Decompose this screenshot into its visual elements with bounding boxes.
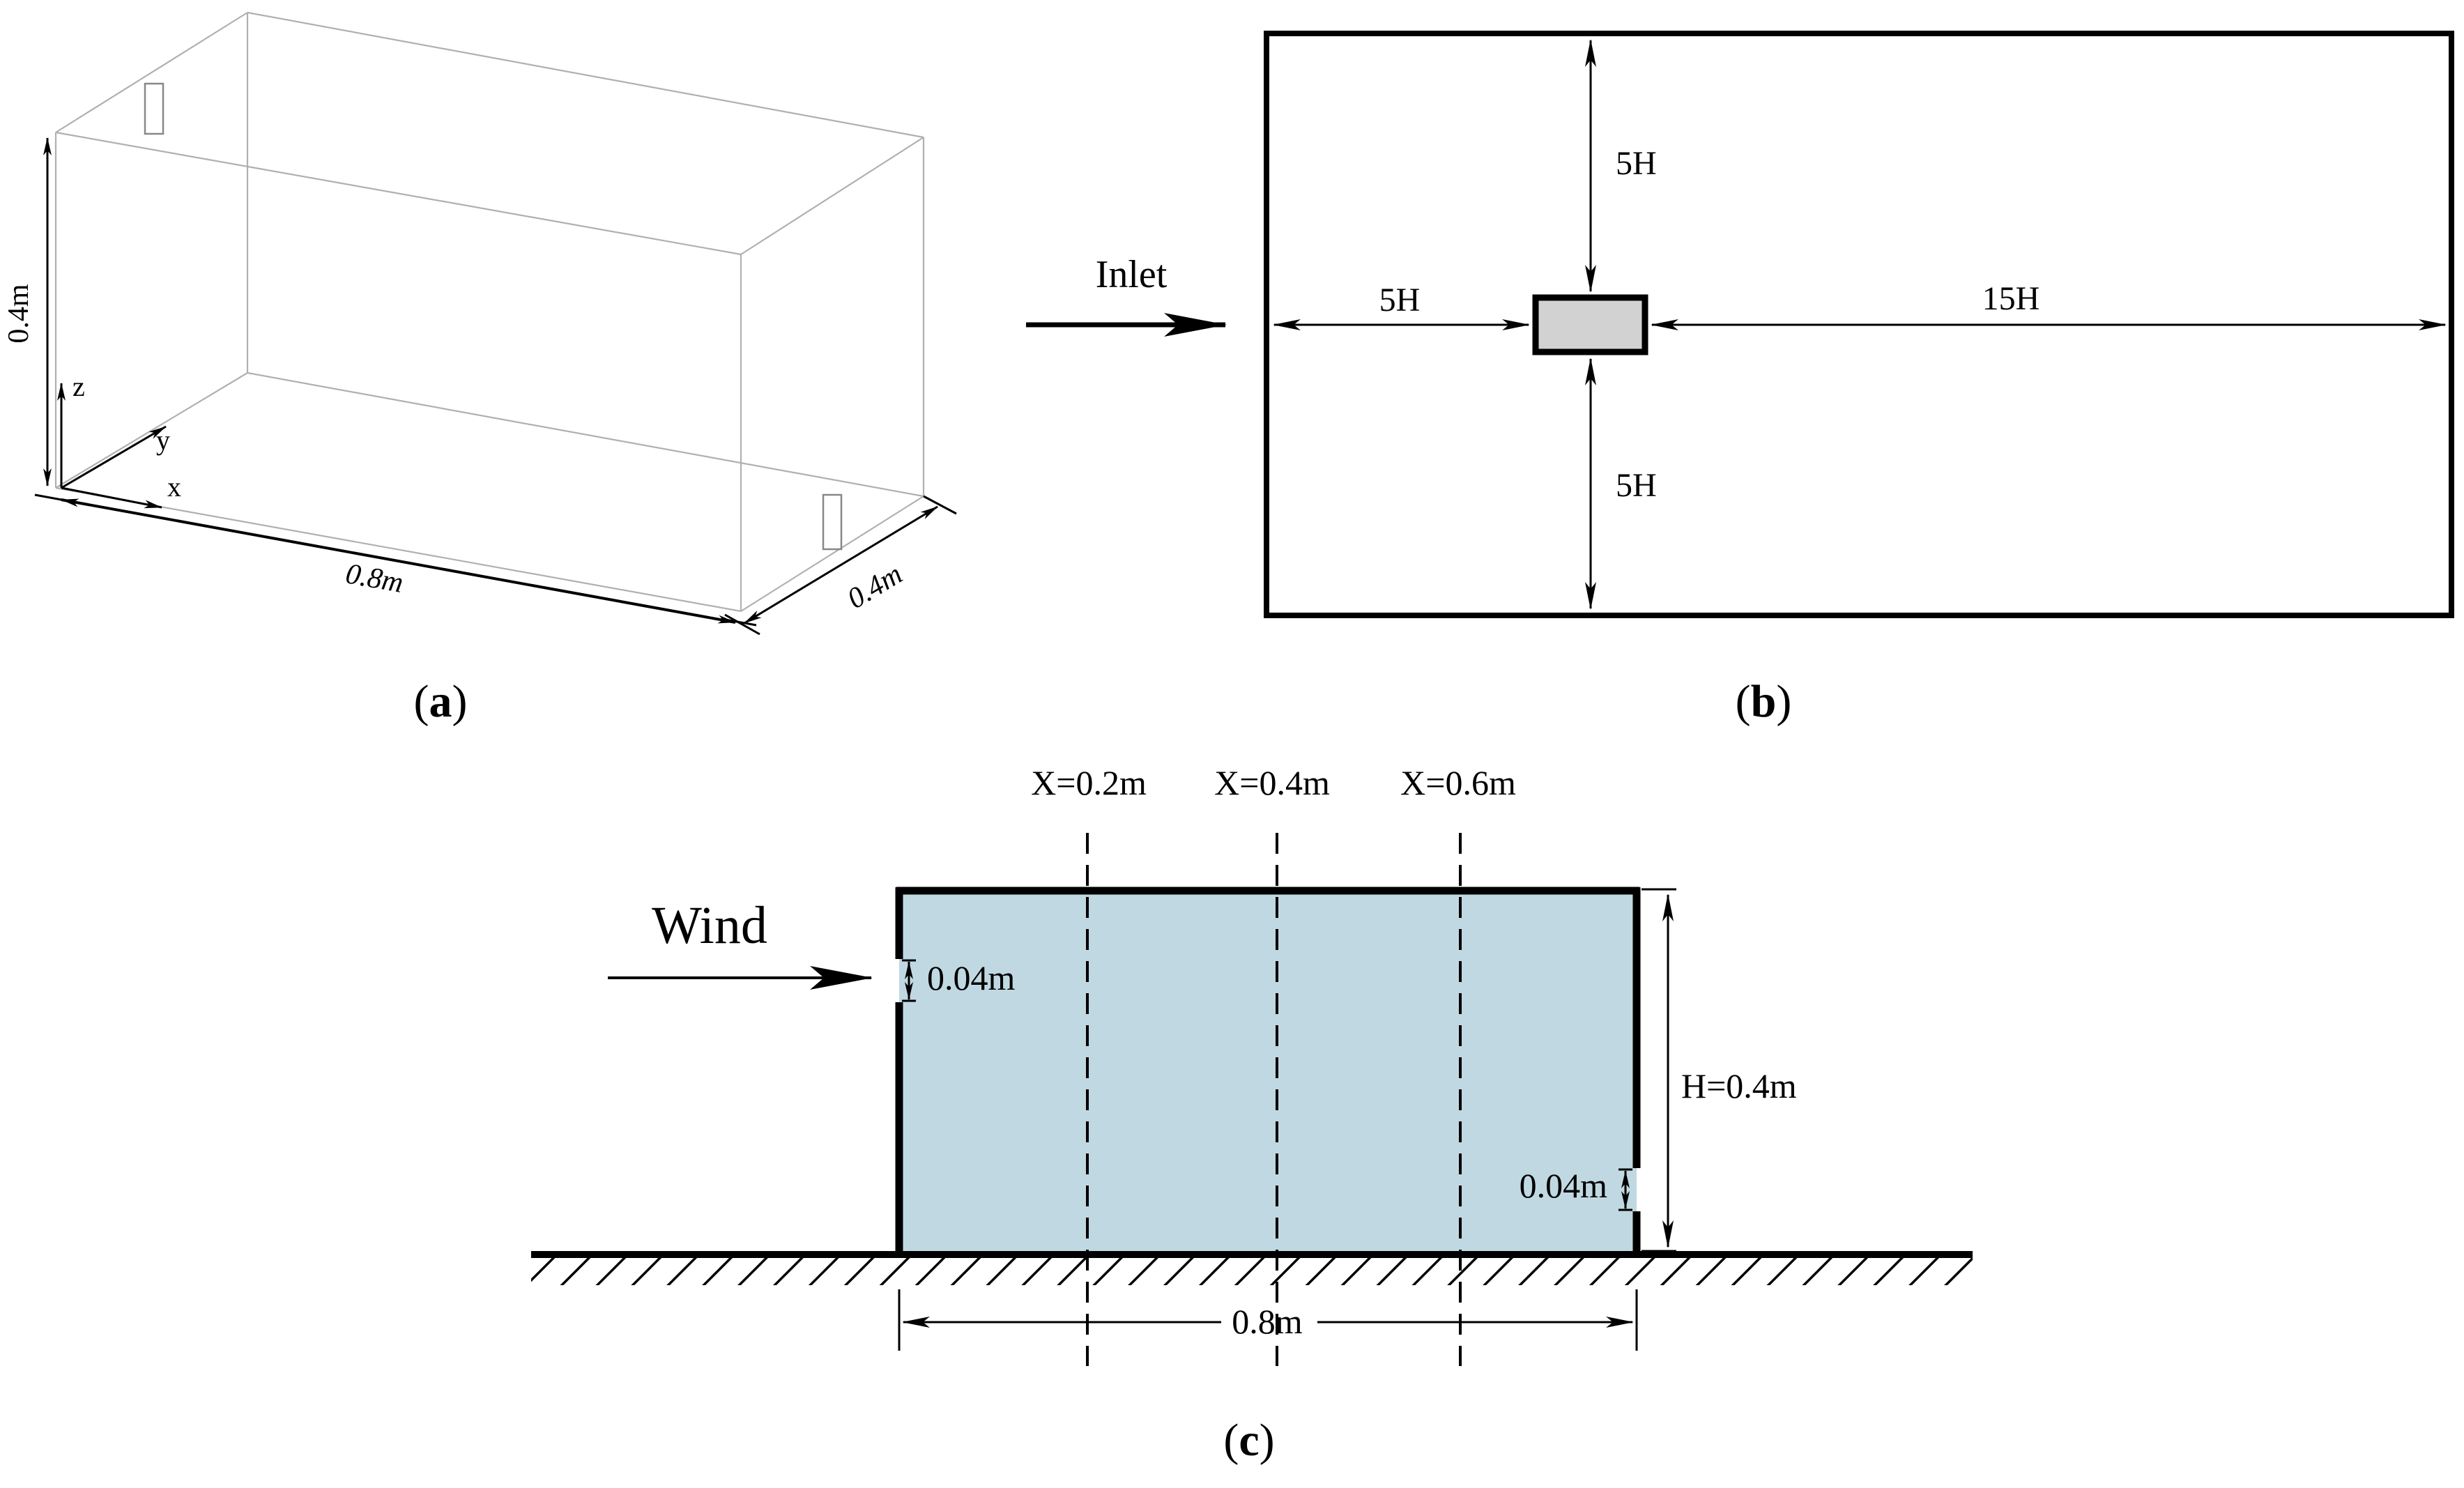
panel-c-vertical-section: X=0.2m X=0.4m X=0.6m Wind 0.04m 0.04m H=… <box>531 763 1973 1366</box>
outlet-opening-label: 0.04m <box>1520 1166 1608 1205</box>
length-label-a: 0.8m <box>343 558 406 599</box>
y-axis-label: y <box>156 424 170 456</box>
depth-label-a: 0.4m <box>842 558 908 615</box>
panel-a-isometric-domain: 0.4m z y x 0.8m 0.4m <box>3 11 957 636</box>
z-axis-label: z <box>72 371 85 402</box>
inlet-opening-3d <box>144 82 164 135</box>
room-interior <box>899 891 1637 1253</box>
height-label-a: 0.4m <box>3 284 35 344</box>
ground-hatch <box>531 1256 1973 1285</box>
section-label-3: X=0.6m <box>1400 763 1516 802</box>
building-block <box>1532 294 1648 355</box>
top-label-b: 5H <box>1616 145 1657 182</box>
inlet-label: Inlet <box>1096 253 1168 296</box>
domain-boundary <box>1264 31 2454 618</box>
depth-dimension-a <box>744 505 938 624</box>
caption-b: (b) <box>1736 676 1792 727</box>
height-label-c: H=0.4m <box>1681 1066 1797 1105</box>
wind-label: Wind <box>652 896 767 955</box>
inlet-opening-label: 0.04m <box>927 958 1016 997</box>
left-label-b: 5H <box>1379 282 1421 319</box>
x-axis-label: x <box>167 471 181 503</box>
caption-c: (c) <box>1223 1415 1274 1466</box>
panel-b-plan-domain: Inlet 5H 5H 5H 15H <box>1026 31 2454 618</box>
section-label-2: X=0.4m <box>1214 763 1330 802</box>
length-dimension-a <box>61 498 736 624</box>
caption-a: (a) <box>414 676 468 727</box>
y-axis <box>61 425 167 489</box>
width-label-c: 0.8m <box>1232 1302 1303 1341</box>
right-label-b: 15H <box>1982 280 2040 317</box>
outlet-opening-3d <box>822 493 843 551</box>
x-axis <box>61 486 162 509</box>
bottom-label-b: 5H <box>1616 467 1657 504</box>
section-label-1: X=0.2m <box>1031 763 1147 802</box>
